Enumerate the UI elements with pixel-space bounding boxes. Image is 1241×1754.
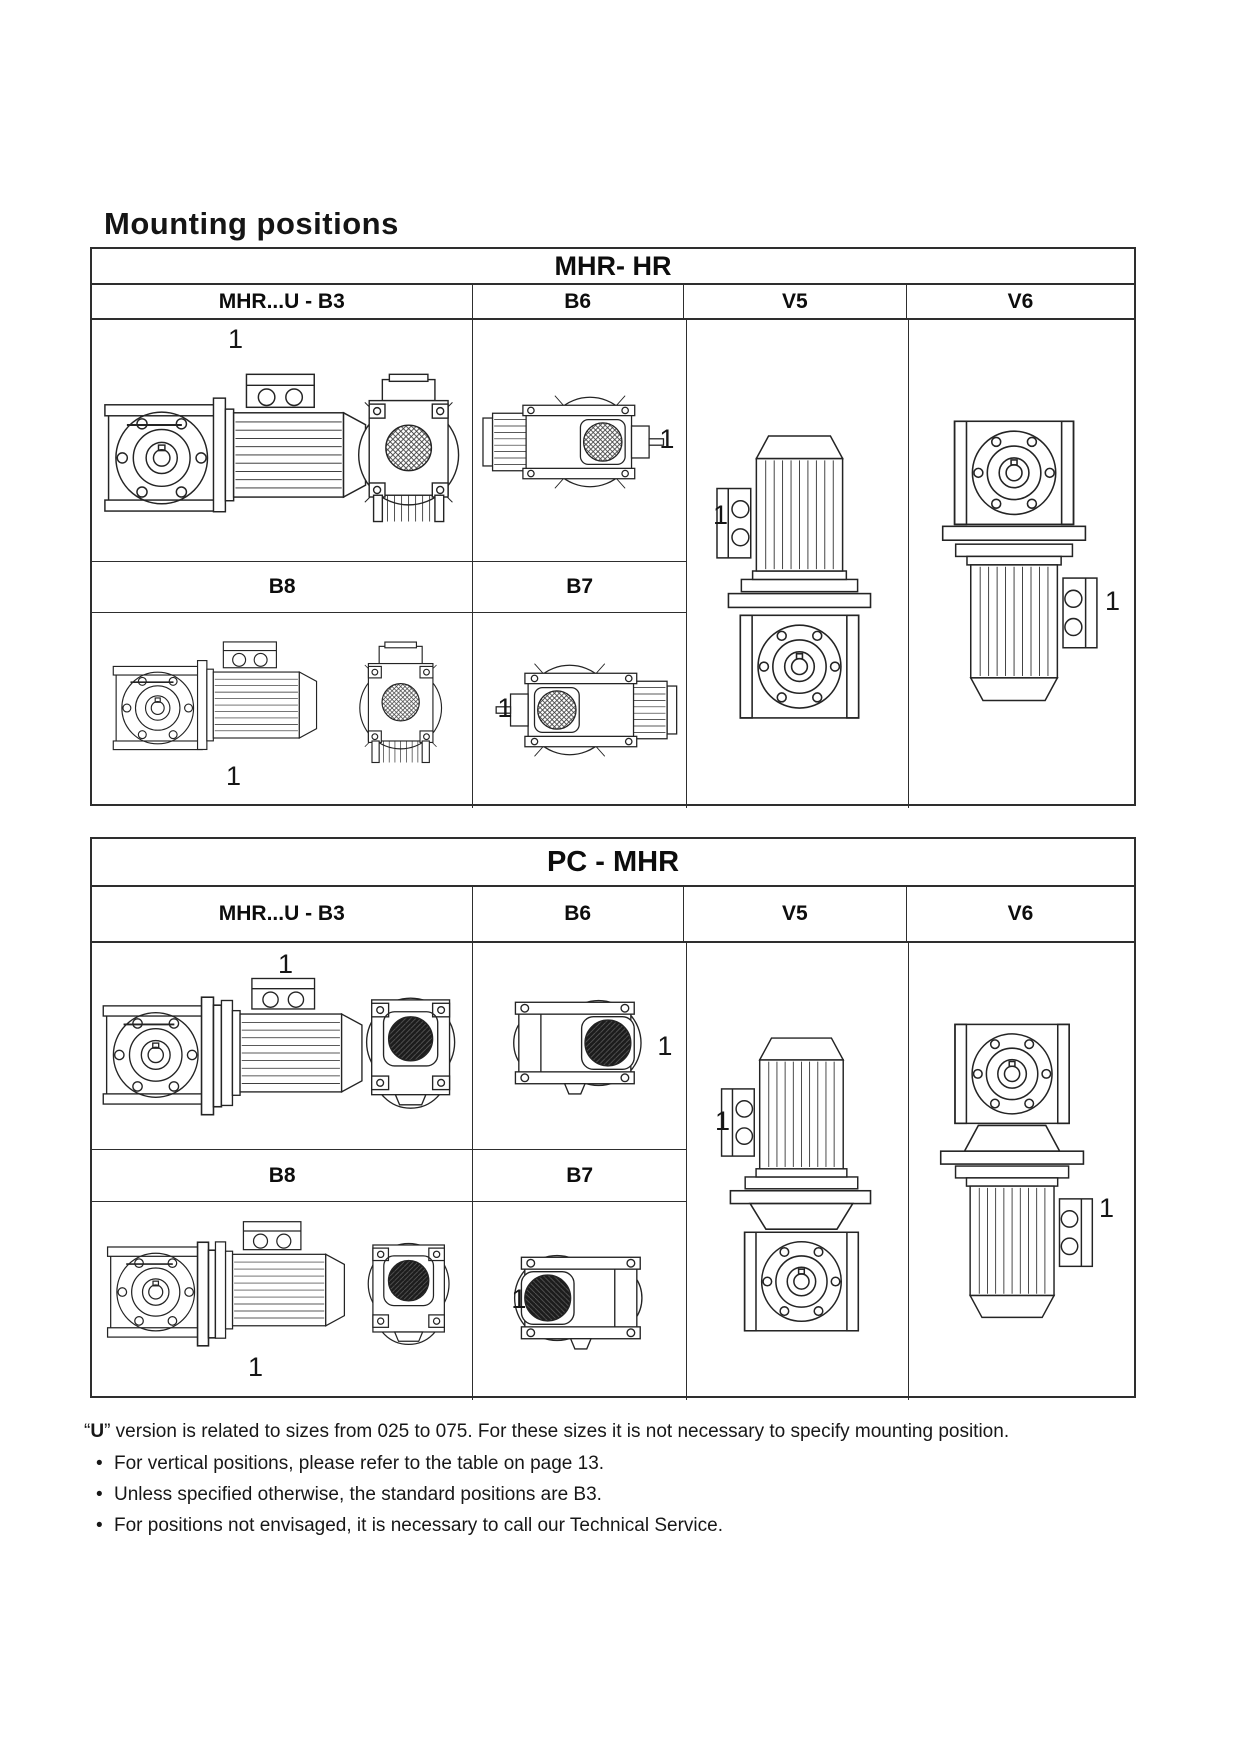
column-header-v6: V6 bbox=[1007, 902, 1034, 925]
drawing-cell-b7: 1 bbox=[473, 1202, 686, 1400]
bullet-icon: • bbox=[96, 1484, 103, 1505]
drawing-b8-mounting bbox=[112, 641, 443, 764]
drawing-b6-mounting bbox=[513, 999, 643, 1095]
drawing-v6-mounting bbox=[939, 1023, 1094, 1319]
drawing-cell-b8: 1 bbox=[92, 1202, 474, 1400]
bullet-icon: • bbox=[96, 1453, 103, 1474]
position-marker: 1 bbox=[248, 1352, 264, 1382]
column-header-row: MHR...U - B3 B6 V5 V6 bbox=[92, 285, 1134, 320]
drawing-v5-mounting bbox=[716, 435, 872, 719]
column-header-b3: MHR...U - B3 bbox=[92, 285, 473, 318]
position-marker: 1 bbox=[657, 1031, 673, 1061]
column-header-v5: V5 bbox=[684, 887, 907, 941]
bullet-icon: • bbox=[96, 1515, 103, 1536]
drawing-b8-mounting bbox=[106, 1221, 450, 1347]
column-header-row: MHR...U - B3 B6 V5 V6 bbox=[92, 887, 1134, 943]
position-marker: 1 bbox=[1099, 1193, 1115, 1223]
column-header-b6: B6 bbox=[473, 285, 684, 318]
sub-header-row: B8 B7 bbox=[92, 1149, 686, 1202]
column-header-v5: V5 bbox=[684, 285, 907, 318]
drawing-b3-mounting bbox=[103, 373, 460, 523]
column-header-b6: B6 bbox=[473, 887, 684, 941]
position-marker: 1 bbox=[278, 949, 294, 979]
column-header-v6: V6 bbox=[1007, 289, 1034, 313]
note-quote-open: “ bbox=[84, 1421, 91, 1442]
drawing-cell-v6: 1 bbox=[909, 320, 1134, 808]
note-u-text: ” version is related to sizes from 025 t… bbox=[104, 1421, 1010, 1442]
drawing-cell-b6: 1 bbox=[473, 943, 686, 1149]
drawing-cell-v5: 1 bbox=[687, 320, 910, 808]
column-header-b3: MHR...U - B3 bbox=[92, 887, 473, 941]
note-u-version: “U” version is related to sizes from 025… bbox=[84, 1421, 1009, 1443]
note-bullet-3: • For positions not envisaged, it is nece… bbox=[84, 1515, 723, 1537]
drawing-b6-mounting bbox=[482, 395, 665, 489]
position-marker: 1 bbox=[497, 693, 513, 723]
sub-header-b7: B7 bbox=[566, 575, 594, 598]
note-bullet-1: • For vertical positions, please refer to… bbox=[84, 1453, 604, 1475]
sub-header-row: B8 B7 bbox=[92, 561, 686, 613]
drawing-cell-b6: 1 bbox=[473, 320, 686, 561]
drawing-cell-b3: 1 bbox=[92, 320, 474, 561]
note-u-bold: U bbox=[90, 1421, 105, 1442]
page-title: Mounting positions bbox=[104, 206, 399, 241]
position-marker: 1 bbox=[659, 424, 675, 454]
drawing-v6-mounting bbox=[941, 420, 1098, 702]
drawing-cell-b7: 1 bbox=[473, 613, 686, 808]
sub-header-b8: B8 bbox=[92, 1150, 474, 1201]
drawing-b3-mounting bbox=[102, 977, 456, 1116]
position-marker: 1 bbox=[1105, 586, 1121, 616]
drawing-cell-v5: 1 bbox=[687, 943, 910, 1400]
position-marker: 1 bbox=[228, 324, 244, 354]
drawing-b7-mounting bbox=[514, 1254, 643, 1350]
sub-header-b7: B7 bbox=[566, 1163, 594, 1187]
position-marker: 1 bbox=[226, 761, 242, 791]
drawing-cell-v6: 1 bbox=[909, 943, 1134, 1400]
position-marker: 1 bbox=[511, 1284, 527, 1314]
position-marker: 1 bbox=[713, 500, 729, 530]
table-body: 1 1 B8 B7 bbox=[92, 320, 1134, 808]
table-pc-mhr: PC - MHR MHR...U - B3 B6 V5 V6 bbox=[90, 837, 1136, 1400]
note-bullet-text: Unless specified otherwise, the standard… bbox=[114, 1484, 602, 1505]
table-mhr-hr: MHR- HR MHR...U - B3 B6 V5 V6 1 bbox=[90, 247, 1136, 808]
sub-header-b8: B8 bbox=[92, 562, 474, 612]
drawing-cell-b3: 1 bbox=[92, 943, 474, 1149]
table-body: 1 1 B8 B7 bbox=[92, 943, 1134, 1400]
position-marker: 1 bbox=[715, 1106, 731, 1136]
table-title: MHR- HR bbox=[92, 249, 1134, 285]
drawing-v5-mounting bbox=[720, 1037, 872, 1332]
table-title: PC - MHR bbox=[92, 839, 1134, 887]
note-bullet-text: For vertical positions, please refer to … bbox=[114, 1453, 605, 1474]
note-bullet-text: For positions not envisaged, it is neces… bbox=[114, 1515, 724, 1536]
note-bullet-2: • Unless specified otherwise, the standar… bbox=[84, 1484, 602, 1506]
drawing-cell-b8: 1 bbox=[92, 613, 474, 808]
